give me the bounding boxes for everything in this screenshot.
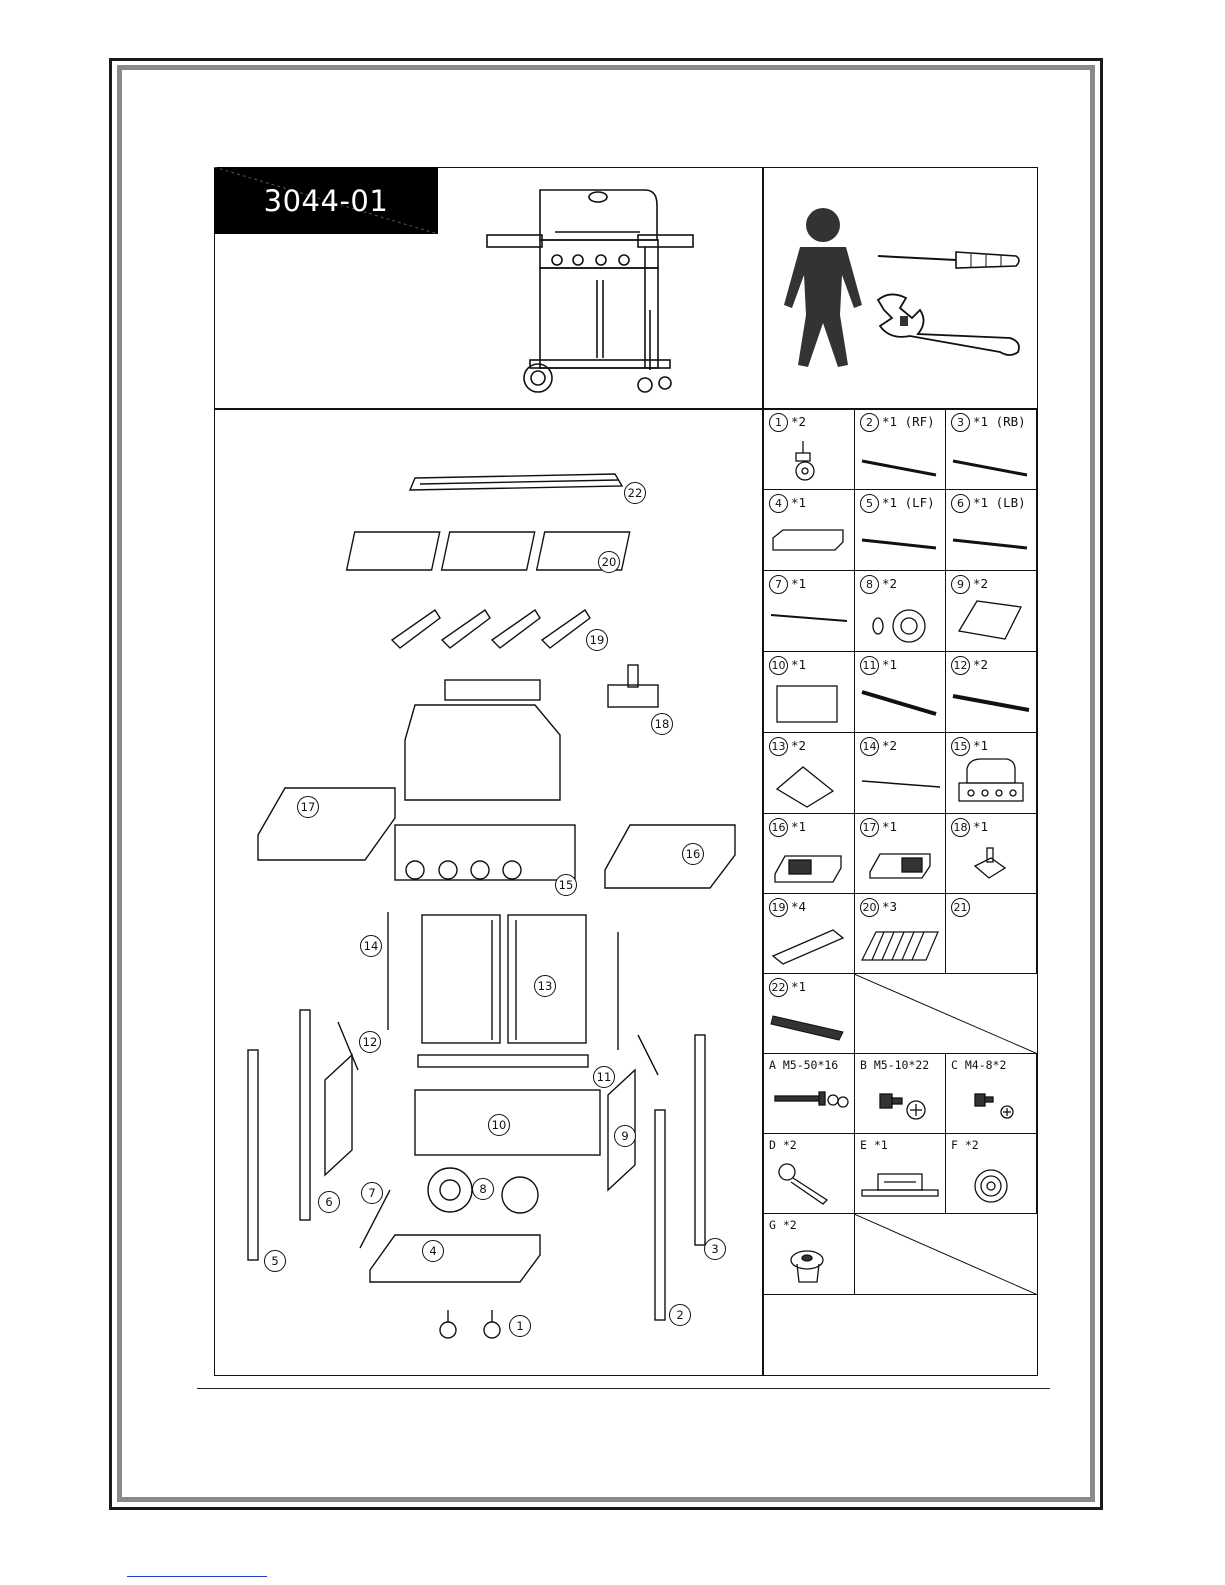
bolt-icon xyxy=(763,1054,855,1134)
cotter-pin-icon xyxy=(763,1134,855,1214)
empty-cell-diagonal xyxy=(854,974,1038,1054)
part-cell-3: 3*1 (RB) xyxy=(945,409,1037,490)
grease-tray-icon xyxy=(945,814,1037,894)
footer-rule xyxy=(197,1388,1050,1389)
part-cell-13: 13*2 xyxy=(763,733,855,814)
callout-4: 4 xyxy=(422,1240,444,1262)
part-cell-16: 16*1 xyxy=(763,814,855,894)
callout-19: 19 xyxy=(586,629,608,651)
part-cell-6: 6*1 (LB) xyxy=(945,490,1037,571)
callout-20: 20 xyxy=(598,551,620,573)
grill-icon xyxy=(485,180,695,400)
grate-icon xyxy=(854,894,946,974)
hardware-cell-b: B M5-10*22 xyxy=(854,1054,946,1134)
callout-6: 6 xyxy=(318,1191,340,1213)
part-number: 21 xyxy=(951,898,970,917)
callout-22: 22 xyxy=(624,482,646,504)
side-panel-icon xyxy=(945,571,1037,652)
link-underline xyxy=(127,1576,267,1577)
callout-7: 7 xyxy=(361,1182,383,1204)
part-cell-17: 17*1 xyxy=(854,814,946,894)
part-cell-1: 1*2 xyxy=(763,409,855,490)
callout-13: 13 xyxy=(534,975,556,997)
part-cell-9: 9*2 xyxy=(945,571,1037,652)
diagonal-line-icon xyxy=(854,1214,1038,1295)
callout-8: 8 xyxy=(472,1178,494,1200)
part-cell-14: 14*2 xyxy=(854,733,946,814)
leg-icon xyxy=(854,490,946,571)
part-cell-19: 19*4 xyxy=(763,894,855,974)
callout-3: 3 xyxy=(704,1238,726,1260)
hardware-cell-e: E *1 xyxy=(854,1134,946,1214)
part-cell-21: 21 xyxy=(945,894,1037,974)
callout-2: 2 xyxy=(669,1304,691,1326)
callout-5: 5 xyxy=(264,1250,286,1272)
leg-icon xyxy=(945,490,1037,571)
part-cell-4: 4*1 xyxy=(763,490,855,571)
wrench-icon xyxy=(870,290,1025,360)
callout-11: 11 xyxy=(593,1066,615,1088)
part-cell-2: 2*1 (RF) xyxy=(854,409,946,490)
part-cell-8: 8*2 xyxy=(854,571,946,652)
leg-icon xyxy=(854,409,946,490)
callout-15: 15 xyxy=(555,874,577,896)
callout-12: 12 xyxy=(359,1031,381,1053)
wheel-icon xyxy=(854,571,946,652)
callout-16: 16 xyxy=(682,843,704,865)
callout-9: 9 xyxy=(614,1125,636,1147)
brace-icon xyxy=(945,652,1037,733)
back-panel-icon xyxy=(763,652,855,733)
firebox-icon xyxy=(945,733,1037,814)
caster-icon xyxy=(763,409,855,490)
model-number: 3044-01 xyxy=(264,184,389,218)
callout-14: 14 xyxy=(360,935,382,957)
part-cell-18: 18*1 xyxy=(945,814,1037,894)
model-badge: 3044-01 xyxy=(214,167,438,234)
rod-icon xyxy=(854,733,946,814)
hardware-cell-f: F *2 xyxy=(945,1134,1037,1214)
person-icon xyxy=(778,205,868,370)
warming-rack-icon xyxy=(763,974,855,1054)
part-cell-7: 7*1 xyxy=(763,571,855,652)
axle-icon xyxy=(763,571,855,652)
part-cell-12: 12*2 xyxy=(945,652,1037,733)
door-icon xyxy=(763,733,855,814)
callout-17: 17 xyxy=(297,796,319,818)
callout-10: 10 xyxy=(488,1114,510,1136)
leg-icon xyxy=(945,409,1037,490)
part-cell-10: 10*1 xyxy=(763,652,855,733)
part-cell-11: 11*1 xyxy=(854,652,946,733)
knob-icon xyxy=(763,1214,855,1295)
hardware-cell-c: C M4-8*2 xyxy=(945,1054,1037,1134)
screw-icon xyxy=(854,1054,946,1134)
callout-18: 18 xyxy=(651,713,673,735)
part-cell-22: 22*1 xyxy=(763,974,855,1054)
hardware-cell-a: A M5-50*16 xyxy=(763,1054,855,1134)
screw-icon xyxy=(945,1054,1037,1134)
hardware-cell-d: D *2 xyxy=(763,1134,855,1214)
exploded-view-diagram xyxy=(230,460,750,1360)
brace-icon xyxy=(854,652,946,733)
heat-tent-icon xyxy=(763,894,855,974)
callout-1: 1 xyxy=(509,1315,531,1337)
hardware-cell-g: G *2 xyxy=(763,1214,855,1295)
part-cell-20: 20*3 xyxy=(854,894,946,974)
bearing-icon xyxy=(945,1134,1037,1214)
part-cell-5: 5*1 (LF) xyxy=(854,490,946,571)
bottom-shelf-icon xyxy=(763,490,855,571)
side-shelf-icon xyxy=(854,814,946,894)
empty-cell-diagonal-2 xyxy=(854,1214,1038,1295)
part-cell-15: 15*1 xyxy=(945,733,1037,814)
side-shelf-icon xyxy=(763,814,855,894)
diagonal-line-icon xyxy=(854,974,1038,1054)
screwdriver-icon xyxy=(876,246,1024,274)
bracket-icon xyxy=(854,1134,946,1214)
